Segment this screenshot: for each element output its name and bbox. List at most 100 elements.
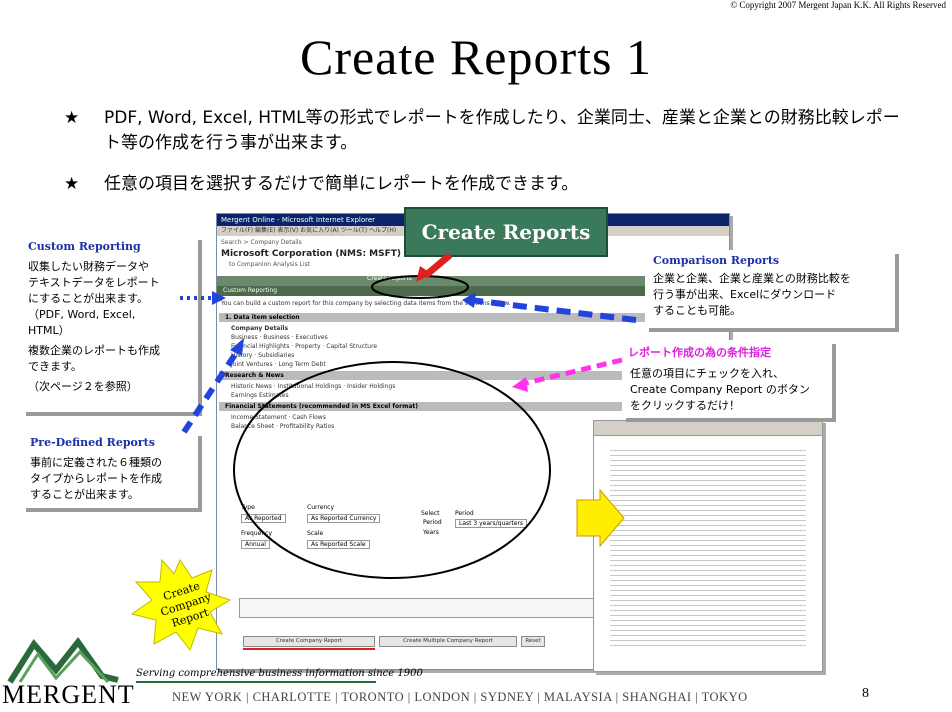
bullet-2: ★ 任意の項目を選択するだけで簡単にレポートを作成できます。 (64, 172, 924, 197)
scale-label: Scale (307, 530, 324, 537)
checkbox-label[interactable]: Business (231, 334, 258, 341)
report-preview-image (593, 420, 823, 672)
frequency-label: Frequency (241, 530, 272, 537)
callout-line: 企業と企業、企業と産業との財務比較を (653, 272, 851, 285)
radio-years[interactable]: Years (423, 529, 439, 536)
star-icon: ★ (64, 108, 80, 128)
type-label: Type (241, 504, 255, 511)
tab-custom-reporting[interactable]: Custom Reporting (217, 286, 729, 296)
company-details-label: Company Details (231, 325, 289, 332)
scale-select[interactable]: As Reported Scale (307, 540, 370, 549)
callout-line: HTML） (28, 324, 70, 337)
checkbox-label[interactable]: Earnings Estimates (231, 392, 289, 399)
callout-line: タイプからレポートを作成 (30, 472, 162, 485)
bullet-1: ★ PDF, Word, Excel, HTML等の形式でレポートを作成したり、… (64, 106, 924, 156)
checkbox-label[interactable]: Executives (295, 334, 328, 341)
create-company-report-button[interactable]: Create Company Report (243, 636, 375, 647)
radio-period[interactable]: Period (423, 519, 442, 526)
instruction-text: You can build a custom report for this c… (221, 300, 511, 307)
predefined-reports-callout: Pre-Defined Reports 事前に定義された６種類の タイプからレポ… (22, 432, 198, 508)
callout-line: をクリックするだけ！ (630, 399, 740, 412)
blue-arrowhead-icon (230, 338, 244, 356)
reset-button[interactable]: Reset (521, 636, 545, 647)
create-multiple-report-button[interactable]: Create Multiple Company Report (379, 636, 517, 647)
callout-line: 複数企業のレポートも作成 (28, 344, 160, 357)
callout-line: にすることが出来ます。 (28, 292, 149, 305)
callout-line: （次ページ２を参照） (28, 380, 138, 393)
tagline: Serving comprehensive business informati… (136, 668, 423, 679)
checkbox-row[interactable]: Financial Highlights · Property · Capita… (231, 343, 378, 350)
checkbox-label[interactable]: Cash Flows (292, 414, 326, 421)
callout-line: （PDF, Word, Excel, (28, 308, 136, 321)
currency-select[interactable]: As Reported Currency (307, 514, 381, 523)
checkbox-row[interactable]: Historic News · Institutional Holdings ·… (231, 383, 396, 390)
comparison-reports-title: Comparison Reports (653, 254, 780, 267)
checkbox-label[interactable]: Profitability Ratios (279, 423, 335, 430)
checkbox-label[interactable]: Property (295, 343, 321, 350)
tagline-rule (136, 681, 376, 683)
period-select[interactable]: Last 3 years/quarters (455, 519, 528, 528)
callout-line: できます。 (28, 360, 82, 373)
blue-dashed-arrow-icon (469, 297, 637, 323)
checkbox-row[interactable]: Balance Sheet · Profitability Ratios (231, 423, 335, 430)
companion-link[interactable]: to Companion Analysis List (229, 261, 311, 268)
page-number: 8 (862, 686, 869, 701)
office-cities: NEW YORK | CHARLOTTE | TORONTO | LONDON … (172, 690, 748, 704)
checkbox-row[interactable]: Joint Ventures · Long Term Debt (231, 361, 326, 368)
copyright-text: © Copyright 2007 Mergent Japan K.K. All … (730, 0, 946, 10)
callout-line: 行う事が出来、Excelにダウンロード (653, 288, 837, 301)
star-icon: ★ (64, 174, 80, 194)
checkbox-row[interactable]: Earnings Estimates (217, 391, 729, 400)
currency-label: Currency (307, 504, 335, 511)
mergent-mountain-logo-icon (7, 636, 119, 684)
red-arrowhead-icon (416, 266, 432, 282)
checkbox-row[interactable]: Income Statement · Cash Flows (231, 414, 326, 421)
checkbox-label[interactable]: Joint Ventures (231, 361, 273, 368)
checkbox-label[interactable]: Financial Highlights (231, 343, 290, 350)
checkbox-label[interactable]: Historic News (231, 383, 272, 390)
checkbox-label[interactable]: Income Statement (231, 414, 287, 421)
magenta-arrowhead-icon (512, 377, 528, 392)
custom-reporting-title: Custom Reporting (28, 240, 141, 253)
checkbox-label[interactable]: Balance Sheet (231, 423, 275, 430)
comparison-reports-callout: Comparison Reports 企業と企業、企業と産業との財務比較を 行う… (645, 250, 895, 328)
breadcrumb[interactable]: Search > Company Details (221, 239, 302, 246)
checkbox-label[interactable]: Institutional Holdings (277, 383, 342, 390)
blue-arrowhead-icon (462, 292, 476, 308)
frequency-select[interactable]: Annual (241, 540, 270, 549)
callout-line: することも可能。 (653, 304, 741, 317)
starburst-icon (130, 558, 232, 652)
checkbox-label[interactable]: Long Term Debt (278, 361, 326, 368)
select-label: Select (421, 510, 440, 517)
callout-line: することが出来ます。 (30, 488, 139, 501)
checkbox-label[interactable]: Insider Holdings (347, 383, 396, 390)
checkbox-label[interactable]: Subsidiaries (258, 352, 295, 359)
callout-line: 収集したい財務データや (28, 260, 149, 273)
yellow-arrow-icon (576, 488, 625, 548)
callout-line: テキストデータをレポート (28, 276, 160, 289)
callout-line: 任意の項目にチェックを入れ、 (630, 367, 785, 380)
magenta-dashed-arrow-icon (521, 357, 623, 387)
highlight-underline (243, 648, 375, 650)
highlight-ellipse-form (233, 361, 551, 579)
bullet-2-text: 任意の項目を選択するだけで簡単にレポートを作成できます。 (104, 174, 579, 194)
section-research-news: Research & News (219, 371, 727, 380)
period-label: Period (455, 510, 474, 517)
bullet-1-text: PDF, Word, Excel, HTML等の形式でレポートを作成したり、企業… (104, 108, 900, 153)
checkbox-label[interactable]: Capital Structure (326, 343, 378, 350)
type-select[interactable]: As Reported (241, 514, 286, 523)
custom-reporting-callout: Custom Reporting 収集したい財務データや テキストデータをレポー… (22, 236, 198, 412)
callout-line: 事前に定義された６種類の (30, 456, 162, 469)
conditions-callout: レポート作成の為の条件指定 任意の項目にチェックを入れ、 Create Comp… (622, 340, 832, 418)
mergent-logo-text: MERGENT (2, 680, 135, 709)
blue-arrowhead-icon (212, 291, 226, 305)
conditions-title: レポート作成の為の条件指定 (628, 346, 771, 359)
section-financial-statements: Financial Statements (recommended in MS … (219, 402, 727, 411)
create-reports-banner: Create Reports (404, 207, 608, 257)
slide-title: Create Reports 1 (299, 29, 652, 85)
company-name: Microsoft Corporation (NMS: MSFT) (221, 249, 402, 259)
checkbox-label[interactable]: Business (263, 334, 290, 341)
checkbox-row[interactable]: Business · Business · Executives (231, 334, 328, 341)
predefined-reports-title: Pre-Defined Reports (30, 436, 155, 449)
